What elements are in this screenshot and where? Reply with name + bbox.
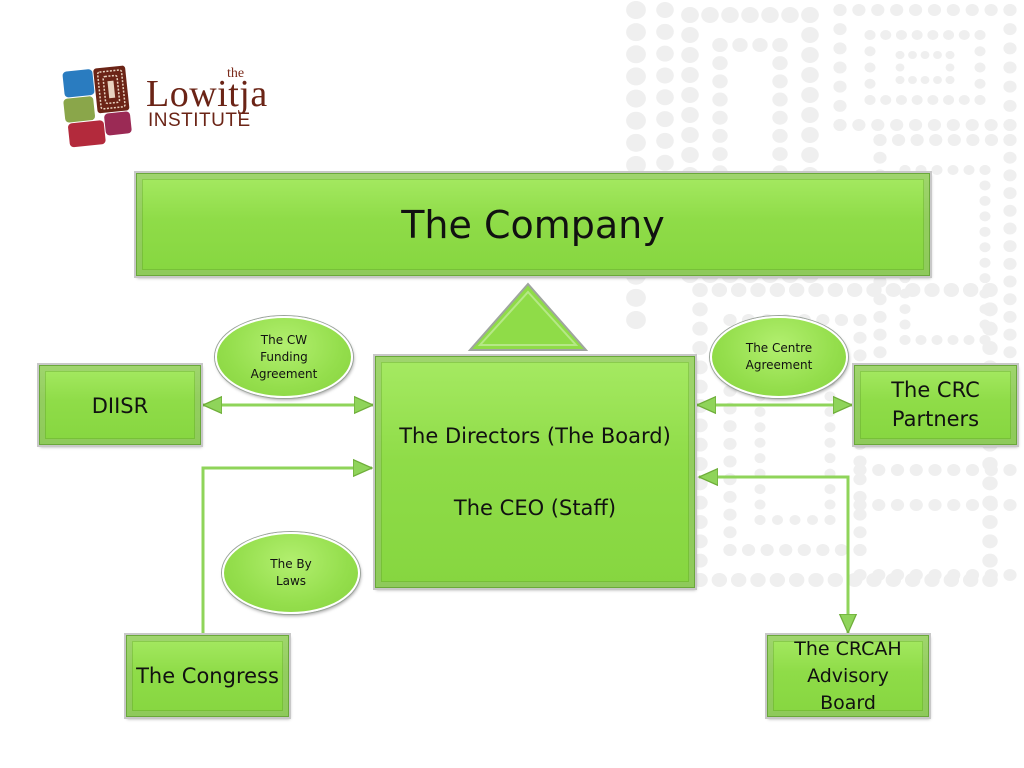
crcah-label: The CRCAH Advisory Board [794,637,902,714]
diisr-box: DIISR [37,363,203,447]
oval-bylaws-label: The By Laws [270,557,312,588]
crc-partners-box: The CRC Partners [852,363,1019,447]
lowitja-logo: the Lowitja INSTITUTE [62,62,312,152]
crcah-advisory-board-box: The CRCAH Advisory Board [765,633,931,719]
logo-name-text: Lowitja [146,73,268,115]
logo-the-text: the [227,66,245,81]
logo-institute-text: INSTITUTE [148,110,251,131]
oval-cw-funding-agreement: The CW Funding Agreement [215,316,353,398]
diisr-label: DIISR [91,394,149,418]
crc-partners-label: The CRC Partners [891,378,980,431]
oval-cw-label: The CW Funding Agreement [250,332,318,381]
triangle-up-icon [467,282,589,351]
company-label: The Company [401,202,665,247]
oval-centre-label: The Centre Agreement [745,341,813,372]
board-directors-label: The Directors (The Board) [399,424,671,448]
connector-congress-board [201,468,372,636]
oval-centre-agreement: The Centre Agreement [710,316,848,398]
board-box: The Directors (The Board) The CEO (Staff… [373,354,697,590]
congress-box: The Congress [124,633,291,719]
congress-label: The Congress [136,664,279,688]
logo-mark-icon [62,65,132,148]
oval-by-laws: The By Laws [222,532,360,614]
board-ceo-label: The CEO (Staff) [453,496,617,520]
connector-board-crcah [699,477,848,633]
company-box: The Company [134,171,932,278]
